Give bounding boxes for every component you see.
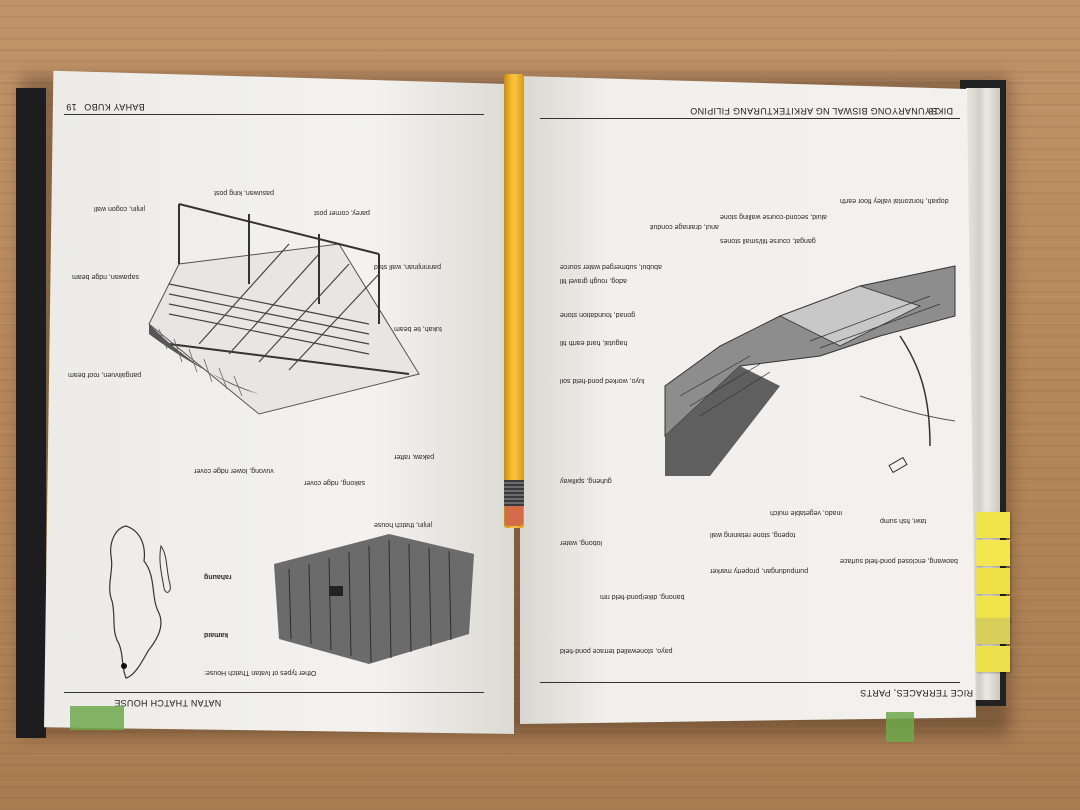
book-cover-left-edge bbox=[16, 88, 46, 738]
label-jinjin-cogon-wall: jinjin, cogon wall bbox=[94, 205, 145, 212]
sticky-note-tab bbox=[976, 646, 1010, 672]
label-sapawan-ridge-beam: sapawan, ridge beam bbox=[72, 273, 139, 280]
sticky-note-tab bbox=[976, 618, 1010, 644]
label-aluid: aluid, second-course walling stone bbox=[720, 213, 828, 220]
label-sakong-ridge-cover: sakong, ridge cover bbox=[304, 479, 366, 486]
label-tawi: tawi, fish sump bbox=[880, 517, 927, 524]
label-pumpudungan: pumpudungan, property marker bbox=[710, 567, 809, 574]
left-page-header-title: BAHAY KUBO bbox=[84, 102, 145, 112]
label-adog: adog, rough gravel fill bbox=[560, 277, 627, 284]
label-dopiah: dopiah, horizontal valley floor earth bbox=[840, 197, 949, 204]
label-pasuwan-king-post: pasuwan, king post bbox=[214, 189, 274, 196]
label-inado: inado, vegetable mulch bbox=[770, 509, 842, 516]
green-tape bbox=[70, 706, 124, 730]
batanes-map-illustration bbox=[109, 525, 171, 679]
sticky-note-tab bbox=[976, 596, 1010, 622]
label-banong: banong, dike/pond-field rim bbox=[600, 593, 685, 600]
header-rule bbox=[540, 118, 960, 119]
sticky-note-tab bbox=[976, 512, 1010, 538]
pencil-ferrule bbox=[504, 480, 524, 506]
label-luyo: luyo, worked pond-field soil bbox=[560, 377, 645, 384]
label-guheng: guheng, spillway bbox=[560, 477, 612, 484]
label-abubul: abubul, submerged water source bbox=[560, 263, 662, 270]
label-vuvong-lower-ridge-cover: vuvong, lower ridge cover bbox=[194, 467, 274, 474]
sticky-note-tab bbox=[976, 568, 1010, 594]
right-page-footer-title: RICE TERRACES, PARTS bbox=[860, 688, 974, 698]
footer-rule bbox=[64, 692, 484, 693]
label-anul: anul, drainage conduit bbox=[650, 223, 719, 230]
rice-terrace-cross-section bbox=[664, 265, 956, 476]
pencil-eraser bbox=[505, 506, 523, 526]
label-panninjinan-wall-stud: panninjinan, wall stud bbox=[374, 263, 441, 270]
label-gangat: gangat, course fill/small stones bbox=[720, 237, 816, 244]
label-pakaw-rafter: pakaw, rafter bbox=[394, 453, 435, 460]
thatch-house-illustration bbox=[274, 534, 474, 664]
header-rule bbox=[64, 114, 484, 115]
left-page: 19 BAHAY KUBO bbox=[44, 70, 514, 734]
left-page-footer-title: NATAN THATCH HOUSE bbox=[114, 698, 222, 708]
label-topeng: topeng, stone retaining wall bbox=[710, 531, 796, 538]
label-parey-corner-post: parey, corner post bbox=[314, 209, 370, 216]
label-lobong: lobong, water bbox=[560, 539, 603, 546]
house-frame-illustration bbox=[148, 203, 420, 415]
right-page: 18 DIKSYUNARYONG BISWAL NG ARKITEKTURANG… bbox=[520, 76, 976, 724]
label-pangalivuen-roof-beam: pangalivuen, roof beam bbox=[68, 371, 142, 378]
right-page-header-title: DIKSYUNARYONG BISWAL NG ARKITEKTURANG FI… bbox=[690, 106, 954, 116]
label-baowang: baowang, enclosed pond-field surface bbox=[840, 557, 958, 564]
label-rahaung: rahaung bbox=[204, 573, 232, 580]
sticky-note-tab bbox=[976, 540, 1010, 566]
label-payo: payo, stonewalled terrace pond-field bbox=[560, 647, 673, 654]
footer-rule bbox=[540, 682, 960, 683]
label-kamaid: kamaid bbox=[204, 631, 229, 638]
label-hagutal: hagutal, hard earth fill bbox=[560, 339, 628, 346]
green-tape bbox=[886, 712, 914, 742]
label-tukah-tie-beam: tukah, tie beam bbox=[394, 325, 442, 332]
left-page-number: 19 bbox=[66, 102, 77, 112]
pencil bbox=[504, 74, 524, 528]
label-gonad: gonad, foundation stone bbox=[560, 311, 636, 318]
